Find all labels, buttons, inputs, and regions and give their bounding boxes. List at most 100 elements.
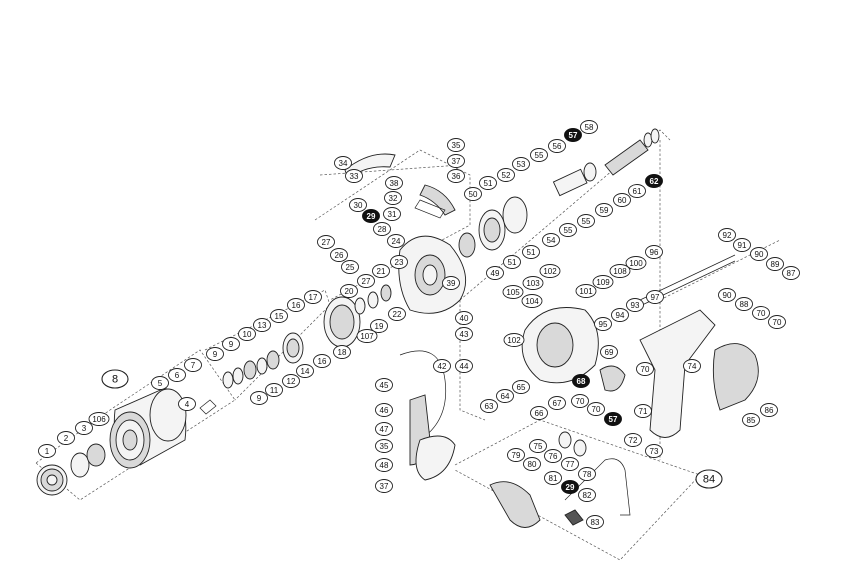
callout-bubble — [512, 157, 530, 171]
callout-bubble — [522, 245, 540, 259]
callout-bubble — [548, 139, 566, 153]
part-callout: 79 — [507, 448, 525, 462]
part-callout: 10 — [238, 327, 256, 341]
group-bubble — [101, 369, 129, 389]
part-callout: 35 — [447, 138, 465, 152]
part-callout: 60 — [613, 193, 631, 207]
part-callout: 102 — [503, 333, 525, 347]
part-callout: 74 — [683, 359, 701, 373]
part-number: 88 — [740, 300, 749, 309]
part-callout: 28 — [373, 222, 391, 236]
part-callout: 27 — [357, 274, 375, 288]
group-labels: 884 — [101, 369, 723, 489]
callout-bubble — [480, 399, 498, 413]
callout-bubble — [595, 203, 613, 217]
callout-bubble — [530, 406, 548, 420]
part-callout: 67 — [548, 396, 566, 410]
part-number: 64 — [501, 392, 510, 401]
callout-bubble — [372, 264, 390, 278]
body-frame — [521, 254, 759, 438]
callout-bubble — [455, 311, 473, 325]
callout-bubble — [447, 138, 465, 152]
callout-bubble — [587, 402, 605, 416]
callout-bubble — [503, 255, 521, 269]
part-callout: 70 — [752, 306, 770, 320]
part-number: 94 — [616, 311, 625, 320]
part-number: 19 — [375, 322, 384, 331]
callout-bubble — [626, 298, 644, 312]
callout-bubble — [330, 248, 348, 262]
callout-bubble — [782, 266, 800, 280]
callout-bubble — [250, 391, 268, 405]
part-callout: 104 — [521, 294, 543, 308]
part-number: 14 — [301, 367, 310, 376]
part-number: 103 — [526, 279, 540, 288]
part-callout: 72 — [624, 433, 642, 447]
part-number: 9 — [229, 340, 234, 349]
part-number: 97 — [651, 293, 660, 302]
part-callout: 37 — [375, 479, 393, 493]
part-number: 70 — [641, 365, 650, 374]
callout-bubble — [742, 413, 760, 427]
part-callout: 9 — [206, 347, 224, 361]
callout-bubble — [542, 233, 560, 247]
bail-arm — [344, 153, 456, 481]
callout-bubble — [523, 457, 541, 471]
callout-bubble — [168, 368, 186, 382]
part-number: 105 — [506, 288, 520, 297]
part-callout: 27 — [317, 235, 335, 249]
part-number: 89 — [771, 260, 780, 269]
part-number: 58 — [585, 123, 594, 132]
callout-bubble — [349, 198, 367, 212]
part-callout: 50 — [464, 187, 482, 201]
callout-bubble — [548, 396, 566, 410]
part-number: 70 — [757, 309, 766, 318]
callout-bubble — [238, 327, 256, 341]
part-number: 69 — [605, 348, 614, 357]
callout-bubble — [544, 449, 562, 463]
part-number: 17 — [309, 293, 318, 302]
callout-bubble — [387, 234, 405, 248]
part-callout: 100 — [625, 256, 647, 270]
part-callout: 78 — [578, 467, 596, 481]
part-callout: 63 — [480, 399, 498, 413]
part-callout: 68 — [572, 374, 590, 388]
part-callout: 20 — [340, 284, 358, 298]
part-number: 37 — [452, 157, 461, 166]
part-callout: 39 — [442, 276, 460, 290]
part-number: 42 — [438, 362, 447, 371]
part-number: 59 — [600, 206, 609, 215]
part-number: 109 — [596, 278, 610, 287]
part-number: 16 — [318, 357, 327, 366]
callout-bubble — [497, 168, 515, 182]
part-callout: 90 — [750, 247, 768, 261]
part-number: 70 — [576, 397, 585, 406]
part-number: 75 — [534, 442, 543, 451]
part-number: 54 — [547, 236, 556, 245]
callout-bubble — [645, 174, 663, 188]
part-number: 51 — [508, 258, 517, 267]
part-number: 16 — [292, 301, 301, 310]
callout-bubble — [529, 439, 547, 453]
part-callout: 70 — [587, 402, 605, 416]
part-number: 78 — [583, 470, 592, 479]
callout-bubble — [503, 333, 525, 347]
part-number: 106 — [92, 415, 106, 424]
drag-washers — [222, 284, 392, 389]
part-number: 87 — [787, 269, 796, 278]
part-number: 49 — [491, 269, 500, 278]
part-number: 40 — [460, 314, 469, 323]
part-callout: 75 — [529, 439, 547, 453]
part-callout: 26 — [330, 248, 348, 262]
part-number: 24 — [392, 237, 401, 246]
callout-bubble — [383, 207, 401, 221]
callout-bubble — [333, 345, 351, 359]
part-callout: 87 — [782, 266, 800, 280]
part-number: 11 — [270, 386, 279, 395]
part-callout: 43 — [455, 327, 473, 341]
part-number: 28 — [378, 225, 387, 234]
callout-bubble — [544, 471, 562, 485]
callout-bubble — [178, 397, 196, 411]
part-callout: 71 — [634, 404, 652, 418]
part-callouts: 1231065674991013151617911121416181920212… — [38, 120, 800, 529]
